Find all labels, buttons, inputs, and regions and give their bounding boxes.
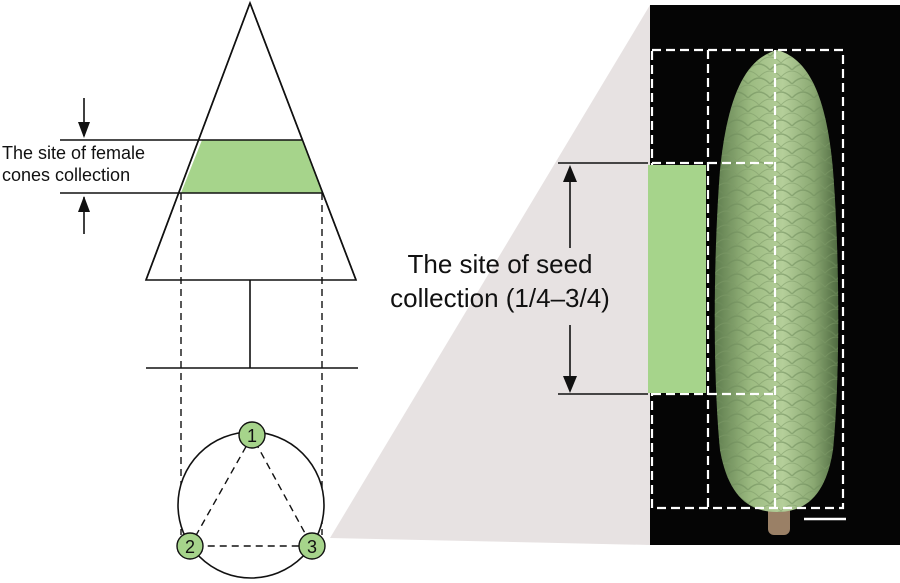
- cone-scales: [714, 50, 839, 512]
- sampling-point-1: [238, 421, 266, 449]
- cone-stalk: [768, 505, 790, 535]
- crown-right-edge: [249, 2, 357, 281]
- seed-collection-label-line-2: collection (1/4–3/4): [390, 283, 610, 313]
- sampling-point-3: [298, 532, 326, 560]
- female-cones-label-line-2: cones collection: [2, 165, 131, 185]
- female-cone-zone: [181, 140, 322, 193]
- sampling-point-3-label: 3: [307, 537, 317, 557]
- seed-arrow-down-head: [563, 376, 577, 393]
- female-cones-label: The site of female cones collection: [2, 142, 145, 186]
- sampling-triangle: [188, 434, 314, 547]
- sampling-point-1-label: 1: [247, 426, 257, 446]
- plan-view-circle: [177, 431, 325, 579]
- projection-wedge: [330, 5, 650, 545]
- arrow-up-head: [78, 196, 90, 212]
- female-cones-label-line-1: The site of female: [2, 143, 146, 163]
- seed-collection-label: The site of seed collection (1/4–3/4): [355, 247, 645, 315]
- seed-arrow-up-head: [563, 165, 577, 182]
- sampling-point-2-label: 2: [185, 537, 195, 557]
- seed-collection-label-line-1: The site of seed: [407, 249, 593, 279]
- arrow-down-head: [78, 122, 90, 138]
- sampling-point-2: [176, 532, 204, 560]
- cone-photo: [714, 50, 839, 535]
- crown-left-edge: [145, 2, 251, 281]
- seed-collection-zone: [648, 165, 706, 393]
